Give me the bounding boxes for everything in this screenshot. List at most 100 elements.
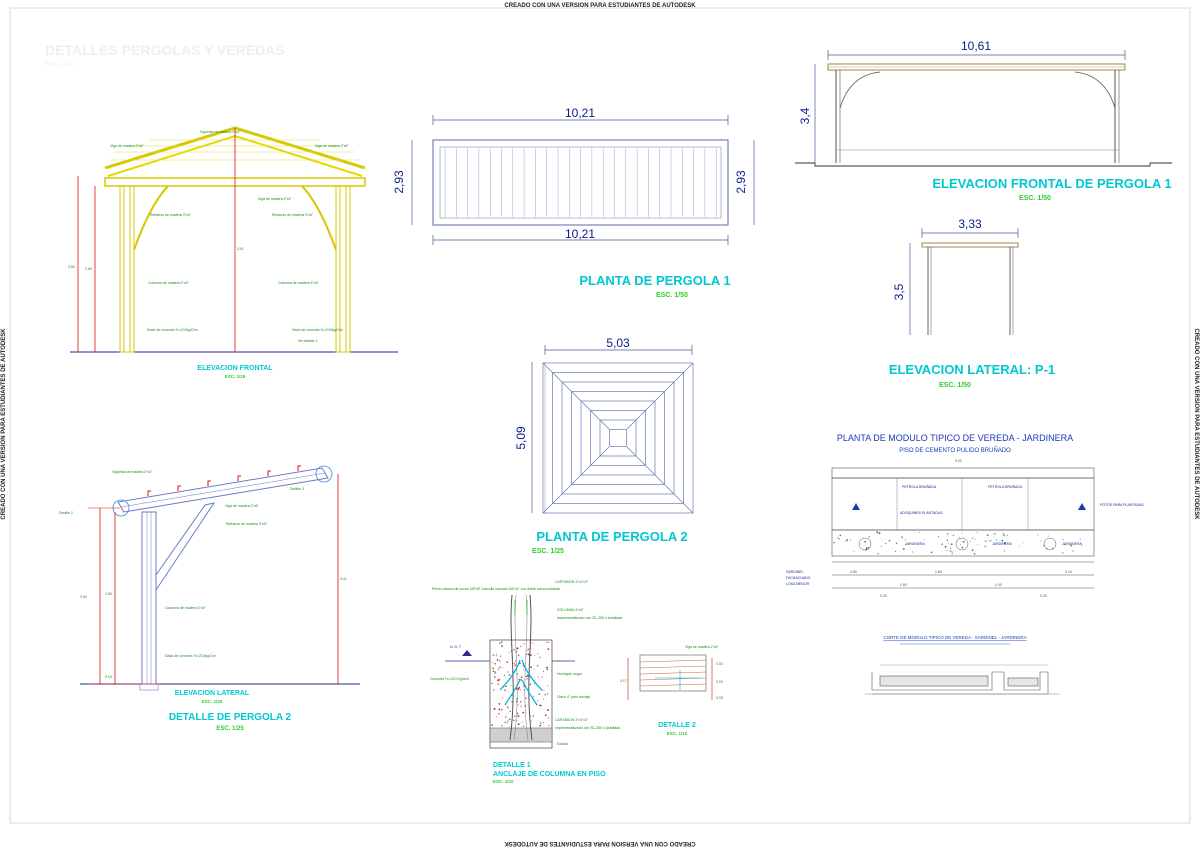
label-viga-l: Viga de madera 2"x6"	[110, 144, 145, 148]
planta-pergola-1: 10,21 10,21 2,93 2,93 PLANTA DE PERGOLA …	[392, 106, 755, 299]
svg-text:0.17: 0.17	[620, 679, 627, 683]
svg-text:0.80: 0.80	[900, 583, 907, 587]
d1-label-4: Concreto f'c=210 Kg/cm2	[430, 677, 469, 681]
plan2-diagonal	[542, 362, 610, 430]
plan2-dim-top: 5,03	[606, 336, 630, 350]
concrete-speckle	[1040, 540, 1042, 542]
concrete-speckle	[977, 544, 979, 545]
concrete-speckle	[877, 553, 879, 555]
label-dado-l: Dado de concreto f'c=210kg/Cm²	[147, 328, 199, 332]
dp2-scale: ESC. 1/25	[216, 726, 244, 732]
label-refuerzo-l: Refuerzo de madera 3"x4"	[150, 213, 192, 217]
concrete-speckle	[539, 704, 542, 707]
concrete-speckle	[962, 540, 965, 543]
d1-label-0: Perno cabeza de cocha 3/8"x8" c/arrollo …	[432, 587, 560, 591]
svg-text:3.01: 3.01	[237, 247, 244, 251]
concrete-speckle	[543, 698, 545, 700]
concrete-speckle	[1079, 538, 1082, 540]
side1-scale: ESC. 1/50	[939, 382, 971, 389]
vereda-label-jardinera3: JARDINERA	[1062, 542, 1083, 546]
concrete-speckle	[503, 674, 506, 677]
concrete-speckle	[547, 693, 549, 695]
concrete-speckle	[514, 664, 516, 666]
concrete-speckle	[1002, 533, 1005, 535]
watermark-left: CREADO CON UNA VERSION PARA ESTUDIANTES …	[1, 328, 7, 520]
svg-text:3.50: 3.50	[80, 595, 87, 599]
concrete-speckle	[880, 545, 882, 548]
concrete-speckle	[838, 538, 840, 540]
svg-text:0.15: 0.15	[1065, 570, 1072, 574]
detalle1-ndt: N. D. T	[450, 645, 462, 649]
concrete-speckle	[492, 662, 494, 664]
concrete-speckle	[952, 534, 955, 537]
concrete-speckle	[946, 539, 949, 542]
concrete-speckle	[849, 539, 852, 541]
concrete-speckle	[985, 540, 987, 542]
concrete-speckle	[960, 543, 961, 545]
concrete-speckle	[514, 715, 516, 718]
concrete-speckle	[496, 653, 498, 655]
concrete-speckle	[500, 655, 502, 657]
concrete-speckle	[523, 643, 525, 645]
svg-text:FACHACHADO: FACHACHADO	[786, 576, 811, 580]
concrete-speckle	[525, 697, 527, 699]
concrete-speckle	[507, 691, 509, 693]
concrete-speckle	[507, 671, 509, 673]
concrete-speckle	[976, 531, 978, 534]
concrete-speckle	[969, 540, 971, 542]
dp2-elev-scale: ESC. 1/25	[202, 699, 223, 704]
concrete-speckle	[1003, 542, 1006, 544]
concrete-speckle	[994, 533, 996, 535]
concrete-speckle	[538, 693, 540, 695]
concrete-speckle	[527, 678, 529, 680]
concrete-speckle	[996, 539, 998, 541]
concrete-speckle	[1047, 535, 1049, 537]
concrete-speckle	[544, 714, 547, 716]
concrete-speckle	[864, 540, 867, 543]
concrete-speckle	[497, 679, 499, 682]
concrete-speckle	[901, 536, 903, 539]
concrete-speckle	[546, 641, 548, 643]
concrete-speckle	[1070, 544, 1073, 547]
detalle2-scale: ESC. 1/10	[667, 731, 688, 736]
concrete-speckle	[539, 656, 541, 658]
d1-label-9: Solado	[557, 742, 568, 746]
dp2-label-viguetas: Viguetas de madera 2"x4"	[112, 470, 153, 474]
concrete-speckle	[510, 684, 512, 686]
concrete-speckle	[524, 704, 527, 707]
plan1-dim-left: 2,93	[392, 170, 406, 194]
d2-label-0: Viga de madera 2"x6"	[685, 645, 720, 649]
front1-dim-top: 10,61	[961, 39, 991, 53]
svg-text:2.80: 2.80	[105, 592, 112, 596]
concrete-speckle	[508, 718, 511, 720]
concrete-speckle	[973, 553, 976, 555]
plan2-diagonal	[542, 446, 610, 514]
plan2-diagonal	[626, 446, 694, 514]
concrete-speckle	[536, 664, 539, 667]
concrete-speckle	[902, 552, 904, 554]
concrete-speckle	[839, 534, 842, 537]
svg-text:3.50: 3.50	[68, 265, 75, 269]
concrete-speckle	[519, 689, 521, 691]
side1-title: ELEVACION LATERAL: P-1	[889, 362, 1055, 377]
concrete-speckle	[516, 712, 519, 714]
sheet-border	[9, 7, 1191, 824]
concrete-speckle	[904, 539, 906, 541]
watermark-bottom: CREADO CON UNA VERSION PARA ESTUDIANTES …	[504, 840, 696, 846]
concrete-speckle	[504, 721, 506, 723]
concrete-speckle	[537, 700, 539, 702]
vereda-section-title: CORTE DE MODULO TIPICO DE VEREDA - SARDI…	[883, 635, 1026, 640]
concrete-speckle	[944, 545, 947, 548]
concrete-speckle	[950, 550, 953, 552]
concrete-speckle	[540, 722, 542, 724]
concrete-speckle	[513, 719, 515, 722]
plan1-dim-right: 2,93	[734, 170, 748, 194]
vereda-subtitle: PISO DE CEMENTO PULIDO BRUÑADO	[899, 447, 1011, 454]
concrete-speckle	[912, 551, 914, 553]
plan2-square	[561, 381, 675, 495]
concrete-speckle	[542, 721, 545, 724]
concrete-speckle	[498, 642, 501, 644]
concrete-speckle	[833, 542, 835, 544]
concrete-speckle	[522, 725, 525, 727]
